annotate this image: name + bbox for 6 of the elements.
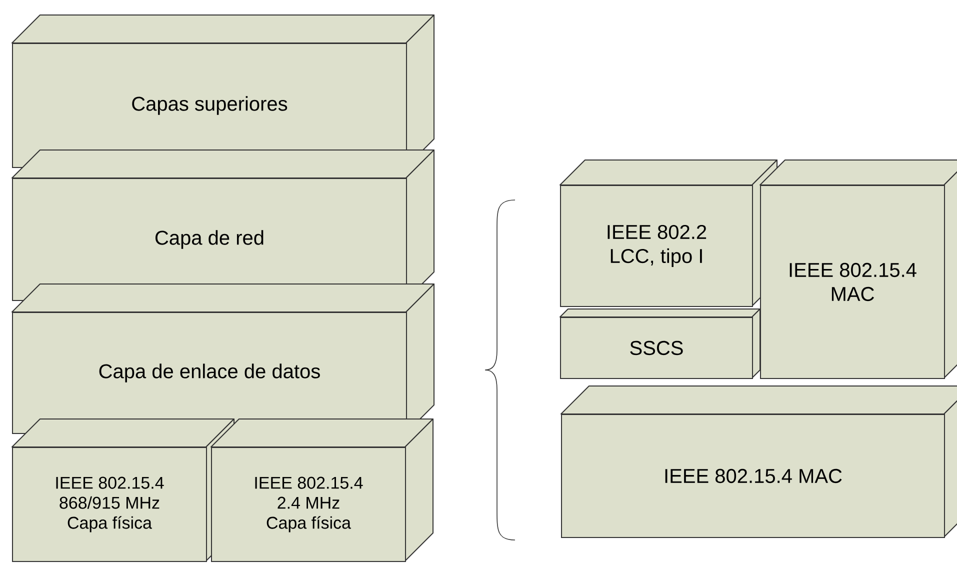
layer-block: IEEE 802.15.4 2.4 MHz Capa física — [210, 418, 434, 562]
layer-block: IEEE 802.15.4 MAC — [760, 160, 957, 379]
layer-block: IEEE 802.15.4 868/915 MHz Capa física — [12, 418, 234, 562]
layer-block: IEEE 802.15.4 MAC — [560, 386, 957, 538]
layer-block: IEEE 802.2 LCC, tipo I — [560, 160, 778, 307]
layer-block: SSCS — [560, 308, 760, 379]
